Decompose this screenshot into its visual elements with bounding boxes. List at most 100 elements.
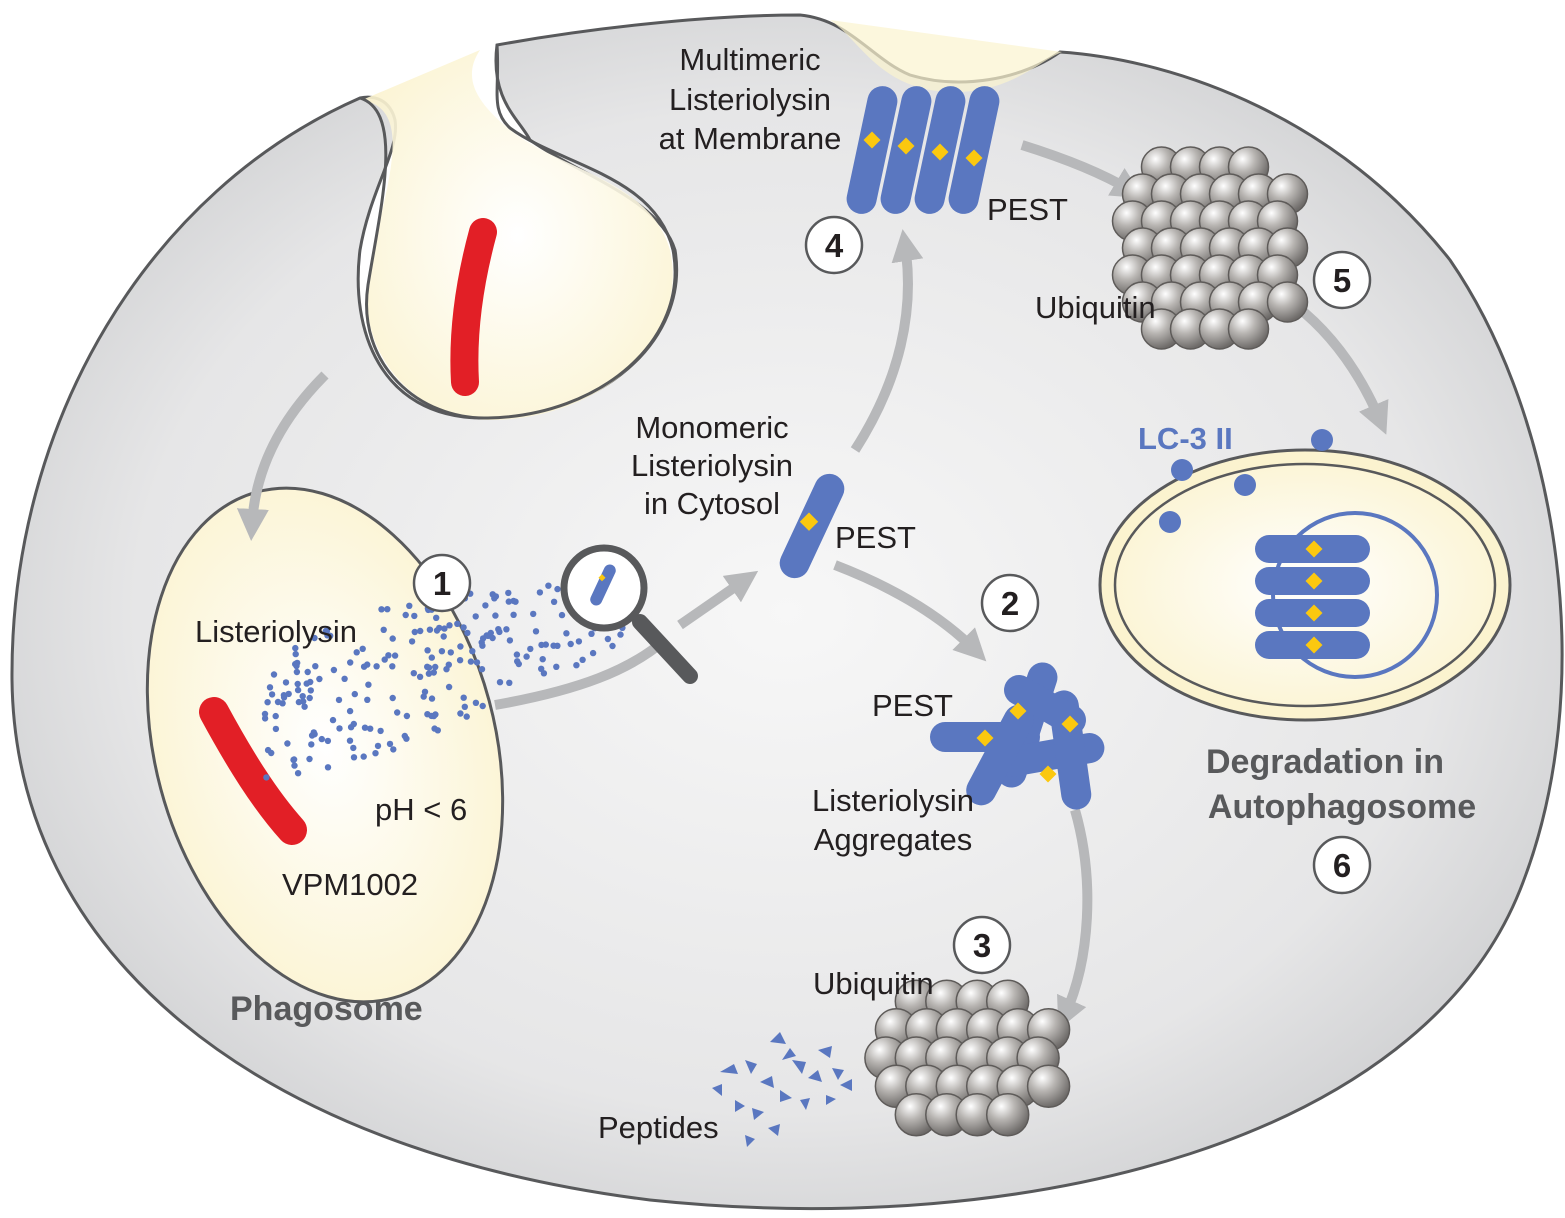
listeriolysin-dot: [532, 628, 540, 635]
autophagosome: [1098, 448, 1512, 722]
listeriolysin-dot: [464, 629, 471, 637]
listeriolysin-dot: [403, 712, 411, 720]
listeriolysin-dot: [505, 589, 512, 597]
listeriolysin-dot: [496, 628, 503, 636]
listeriolysin-dot: [367, 725, 374, 732]
listeriolysin-dot: [538, 665, 545, 672]
listeriolysin-dot: [425, 670, 433, 677]
label-pest-aggregate: PEST: [872, 688, 953, 723]
ubiquitin-bead: [985, 1092, 1030, 1137]
listeriolysin-dot: [389, 635, 396, 642]
listeriolysin-dot: [473, 659, 481, 666]
pest-marker: [1305, 604, 1323, 622]
listeriolysin-dot: [274, 698, 282, 706]
listeriolysin-dot: [433, 627, 441, 634]
magnifier-icon: [560, 544, 698, 684]
listeriolysin-dot: [347, 659, 354, 666]
listeriolysin-dot: [303, 680, 310, 687]
listeriolysin-dot: [492, 612, 499, 619]
listeriolysin-dot: [530, 610, 537, 618]
listeriolysin-dot: [272, 725, 280, 733]
listeriolysin-dot: [563, 630, 570, 637]
multimer-subunit: [846, 86, 898, 214]
label-vpm1002: VPM1002: [282, 867, 418, 902]
listeriolysin-dot: [294, 770, 302, 777]
listeriolysin-dot: [323, 627, 331, 634]
svg-text:4: 4: [825, 227, 844, 264]
listeriolysin-dot: [506, 679, 513, 686]
listeriolysin-dot: [268, 691, 276, 698]
listeriolysin-dot: [479, 642, 486, 649]
listeriolysin-dot: [263, 774, 270, 781]
listeriolysin-dot: [360, 753, 367, 760]
listeriolysin-dot: [460, 694, 467, 701]
svg-text:3: 3: [973, 927, 991, 964]
ubiquitin-bead: [1227, 308, 1270, 350]
listeriolysin-dot: [424, 647, 431, 654]
listeriolysin-dot: [428, 695, 436, 702]
label-degradation-1: Degradation in: [1206, 743, 1444, 781]
multimer-protein: [846, 86, 1000, 214]
listeriolysin-dot: [417, 627, 424, 635]
listeriolysin-dot: [306, 755, 313, 763]
svg-text:5: 5: [1333, 262, 1351, 299]
listeriolysin-dot: [299, 693, 306, 700]
listeriolysin-dot: [426, 626, 434, 633]
listeriolysin-dot: [324, 737, 332, 745]
listeriolysin-dot: [266, 684, 274, 691]
listeriolysin-dot: [420, 693, 427, 700]
svg-text:1: 1: [433, 565, 451, 602]
listeriolysin-dot: [472, 699, 480, 706]
listeriolysin-dot: [433, 614, 440, 621]
svg-text:2: 2: [1001, 585, 1019, 622]
listeriolysin-dot: [377, 727, 384, 735]
listeriolysin-dot: [261, 710, 269, 718]
listeriolysin-dot: [307, 687, 314, 694]
listeriolysin-dot: [291, 762, 298, 769]
listeriolysin-dot: [441, 625, 448, 632]
listeriolysin-dot: [353, 649, 360, 656]
listeriolysin-dot: [361, 724, 369, 731]
listeriolysin-dot: [432, 711, 439, 718]
degraded-multimer: [1255, 535, 1370, 659]
label-pest-monomer: PEST: [835, 520, 916, 555]
listeriolysin-dot: [292, 644, 299, 652]
label-aggregates-2: Aggregates: [814, 822, 973, 857]
listeriolysin-dot: [550, 642, 557, 649]
listeriolysin-dot: [335, 696, 343, 704]
listeriolysin-dot: [378, 606, 385, 613]
listeriolysin-dot: [447, 649, 454, 656]
listeriolysin-dot: [285, 690, 292, 698]
listeriolysin-dot: [575, 638, 583, 645]
listeriolysin-dot: [406, 602, 413, 609]
listeriolysin-dot: [341, 675, 348, 682]
listeriolysin-dot: [389, 663, 396, 670]
listeriolysin-dot: [411, 612, 418, 620]
listeriolysin-dot: [312, 663, 319, 670]
arrow-to-monomer: [677, 570, 759, 630]
pest-marker: [965, 149, 983, 167]
label-lc3: LC-3 II: [1138, 421, 1233, 456]
listeriolysin-dot: [390, 746, 397, 753]
listeriolysin-dot: [463, 713, 470, 720]
listeriolysin-dot: [604, 635, 612, 643]
listeriolysin-dot: [384, 606, 391, 613]
listeriolysin-dot: [424, 663, 431, 670]
listeriolysin-dot: [336, 725, 343, 732]
listeriolysin-dot: [380, 626, 387, 633]
listeriolysin-dot: [310, 729, 317, 736]
listeriolysin-dot: [301, 703, 308, 710]
listeriolysin-dot: [294, 686, 302, 694]
listeriolysin-dot: [364, 696, 371, 703]
listeriolysin-dot: [482, 602, 489, 609]
listeriolysin-dot: [316, 675, 323, 683]
step-3: 3: [952, 915, 1012, 975]
listeriolysin-dot: [454, 620, 461, 627]
listeriolysin-dot: [408, 638, 416, 645]
listeriolysin-dot: [410, 670, 417, 677]
label-peptides: Peptides: [598, 1110, 719, 1145]
label-listeriolysin: Listeriolysin: [195, 614, 357, 649]
listeriolysin-dot: [538, 641, 545, 649]
label-aggregates-1: Listeriolysin: [812, 783, 974, 818]
